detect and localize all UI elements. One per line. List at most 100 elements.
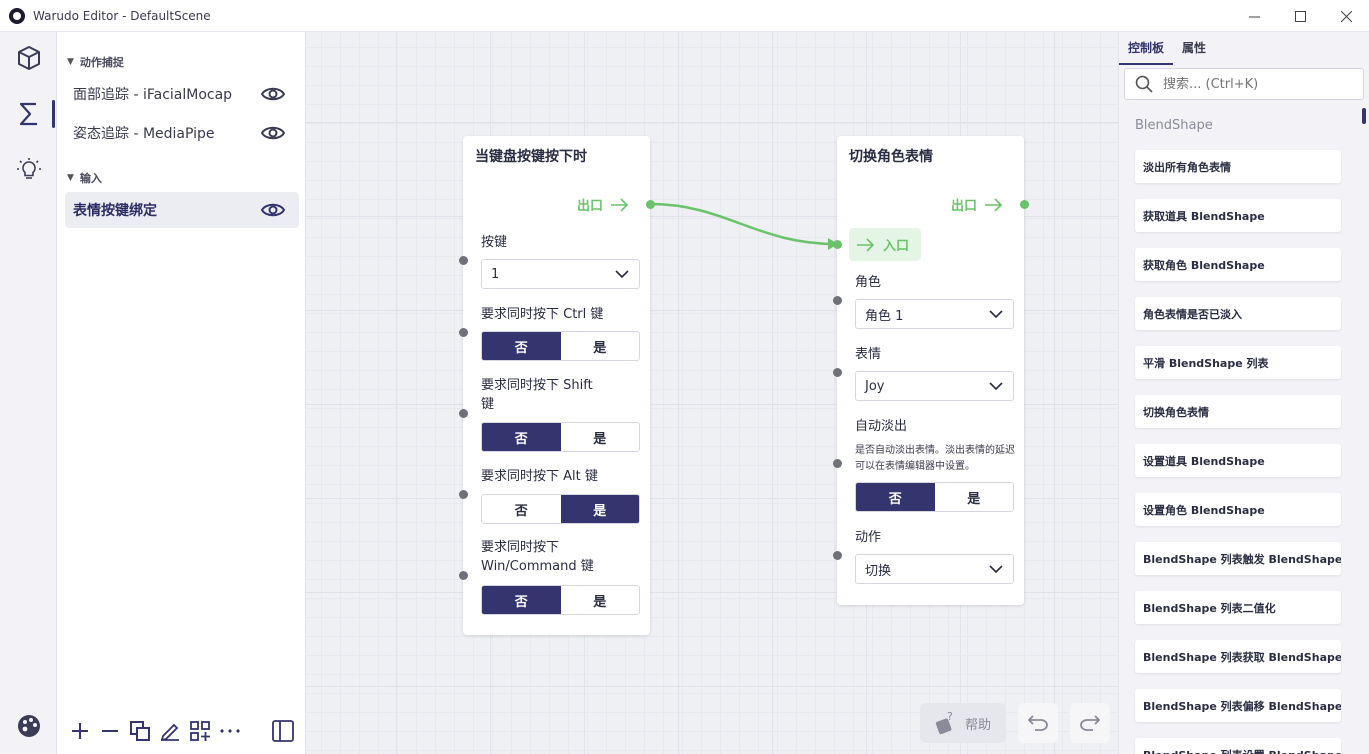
rail-settings-button[interactable]: [0, 704, 57, 748]
minimize-icon: [1248, 16, 1260, 17]
add-widget-icon: [190, 721, 210, 741]
alt-yes-option[interactable]: 是: [560, 495, 639, 523]
alt-label: 要求同时按下 Alt 键: [481, 469, 598, 484]
input-pin-shift[interactable]: [459, 409, 468, 418]
input-pin-key[interactable]: [459, 256, 468, 265]
input-pin-alt[interactable]: [459, 490, 468, 499]
fade-yes-option[interactable]: 是: [967, 491, 981, 507]
eye-icon[interactable]: [261, 124, 285, 142]
eye-icon[interactable]: [261, 201, 285, 219]
palette-item[interactable]: 获取道具 BlendShape: [1135, 199, 1341, 232]
section-header-input[interactable]: ▼ 输入: [67, 170, 102, 186]
action-label: 动作: [855, 530, 882, 545]
more-button[interactable]: [219, 720, 241, 742]
shift-yes-option[interactable]: 是: [593, 431, 607, 447]
input-pin-action[interactable]: [833, 551, 842, 560]
sidebar-item-expression-key-binding[interactable]: 表情按键绑定: [65, 192, 299, 228]
add-button[interactable]: [69, 720, 91, 742]
alt-toggle[interactable]: 否 是: [481, 494, 640, 524]
palette-item[interactable]: BlendShape 列表设置 BlendShape: [1135, 738, 1341, 754]
sidebar-item-label: 姿态追踪 - MediaPipe: [73, 126, 215, 142]
tab-properties[interactable]: 属性: [1182, 41, 1207, 55]
palette-item[interactable]: BlendShape 列表获取 BlendShape: [1135, 640, 1341, 673]
palette-item[interactable]: 淡出所有角色表情: [1135, 150, 1341, 183]
palette-item[interactable]: 设置道具 BlendShape: [1135, 444, 1341, 477]
undo-button[interactable]: [1018, 703, 1058, 743]
auto-fade-toggle[interactable]: 否 是: [855, 482, 1014, 512]
output-pin[interactable]: [1020, 200, 1029, 209]
palette-item[interactable]: 角色表情是否已淡入: [1135, 297, 1341, 330]
palette-item[interactable]: BlendShape 列表触发 BlendShape: [1135, 542, 1341, 575]
help-label: 帮助: [964, 717, 991, 733]
sidebar-item-face-tracking[interactable]: 面部追踪 - iFacialMocap: [65, 76, 299, 112]
input-pin-win[interactable]: [459, 571, 468, 580]
help-button[interactable]: ? 帮助: [920, 703, 1006, 743]
shift-toggle[interactable]: 否 是: [481, 422, 640, 452]
palette-item[interactable]: 切换角色表情: [1135, 395, 1341, 428]
redo-button[interactable]: [1070, 703, 1110, 743]
shift-no-option[interactable]: 否: [482, 423, 561, 451]
input-pin-expression[interactable]: [833, 368, 842, 377]
input-pin-flow[interactable]: [833, 240, 842, 249]
palette-item[interactable]: 设置角色 BlendShape: [1135, 493, 1341, 526]
win-no-option[interactable]: 否: [482, 586, 561, 614]
minimize-button[interactable]: [1231, 0, 1277, 32]
search-input[interactable]: [1163, 76, 1353, 92]
section-label: 输入: [79, 172, 102, 185]
rail-scene-button[interactable]: [0, 36, 57, 80]
palette-item[interactable]: BlendShape 列表偏移 BlendShape: [1135, 689, 1341, 722]
minus-icon: [102, 730, 118, 732]
output-pin[interactable]: [646, 200, 655, 209]
key-select[interactable]: 1: [481, 259, 640, 289]
icon-rail: [0, 32, 57, 754]
search-icon: [1135, 75, 1153, 93]
rename-button[interactable]: [159, 720, 181, 742]
blueprint-sigma-icon: [19, 102, 37, 126]
ctrl-no-option[interactable]: 否: [482, 332, 561, 360]
eye-icon[interactable]: [261, 85, 285, 103]
chevron-down-icon: [615, 270, 629, 279]
chevron-down-icon: ▼: [67, 57, 74, 67]
win-toggle[interactable]: 否 是: [481, 585, 640, 615]
node-key-press[interactable]: 当键盘按键按下时 出口 按键 1 要求同时按下 Ctrl 键 否 是 要求同时按…: [459, 136, 655, 635]
node-toggle-expression[interactable]: 切换角色表情 出口 入口 角色 角色 1 表情 Joy 自动淡出 是否自动淡出表…: [833, 136, 1029, 605]
sidebar-item-pose-tracking[interactable]: 姿态追踪 - MediaPipe: [65, 115, 299, 151]
fade-no-option[interactable]: 否: [856, 483, 935, 511]
ctrl-toggle[interactable]: 否 是: [481, 331, 640, 361]
arrow-right-icon: [857, 237, 875, 252]
close-button[interactable]: [1323, 0, 1369, 32]
search-box[interactable]: [1124, 68, 1364, 100]
ctrl-label: 要求同时按下 Ctrl 键: [481, 307, 604, 322]
remove-button[interactable]: [99, 720, 121, 742]
input-pin-ctrl[interactable]: [459, 328, 468, 337]
tab-palette[interactable]: 控制板: [1119, 32, 1174, 65]
ctrl-yes-option[interactable]: 是: [593, 340, 607, 356]
input-pin-character[interactable]: [833, 296, 842, 305]
character-select[interactable]: 角色 1: [855, 299, 1014, 329]
add-widget-button[interactable]: [189, 720, 211, 742]
input-pin-auto-fade[interactable]: [833, 459, 842, 468]
win-yes-option[interactable]: 是: [593, 594, 607, 610]
key-label: 按键: [481, 235, 508, 250]
alt-no-option[interactable]: 否: [514, 503, 528, 519]
action-select[interactable]: 切换: [855, 554, 1014, 584]
palette-list: 淡出所有角色表情 获取道具 BlendShape 获取角色 BlendShape…: [1135, 150, 1341, 754]
palette-item[interactable]: 获取角色 BlendShape: [1135, 248, 1341, 281]
window-controls: [1231, 0, 1369, 32]
win-label: 要求同时按下 Win/Command 键: [481, 540, 594, 574]
rail-blueprint-button[interactable]: [0, 92, 57, 136]
palette-item[interactable]: 平滑 BlendShape 列表: [1135, 346, 1341, 379]
more-icon: [220, 729, 240, 733]
auto-fade-label: 自动淡出: [855, 419, 908, 434]
section-header-mocap[interactable]: ▼ 动作捕捉: [67, 54, 124, 70]
rail-tips-button[interactable]: [0, 148, 57, 192]
blueprint-canvas[interactable]: 当键盘按键按下时 出口 按键 1 要求同时按下 Ctrl 键 否 是 要求同时按…: [306, 32, 1118, 754]
palette-scrollbar[interactable]: [1362, 108, 1366, 124]
duplicate-icon: [130, 721, 150, 741]
maximize-button[interactable]: [1277, 0, 1323, 32]
window-title: Warudo Editor - DefaultScene: [33, 8, 211, 23]
expression-select[interactable]: Joy: [855, 371, 1014, 401]
collapse-panel-button[interactable]: [272, 720, 294, 742]
duplicate-button[interactable]: [129, 720, 151, 742]
palette-item[interactable]: BlendShape 列表二值化: [1135, 591, 1341, 624]
